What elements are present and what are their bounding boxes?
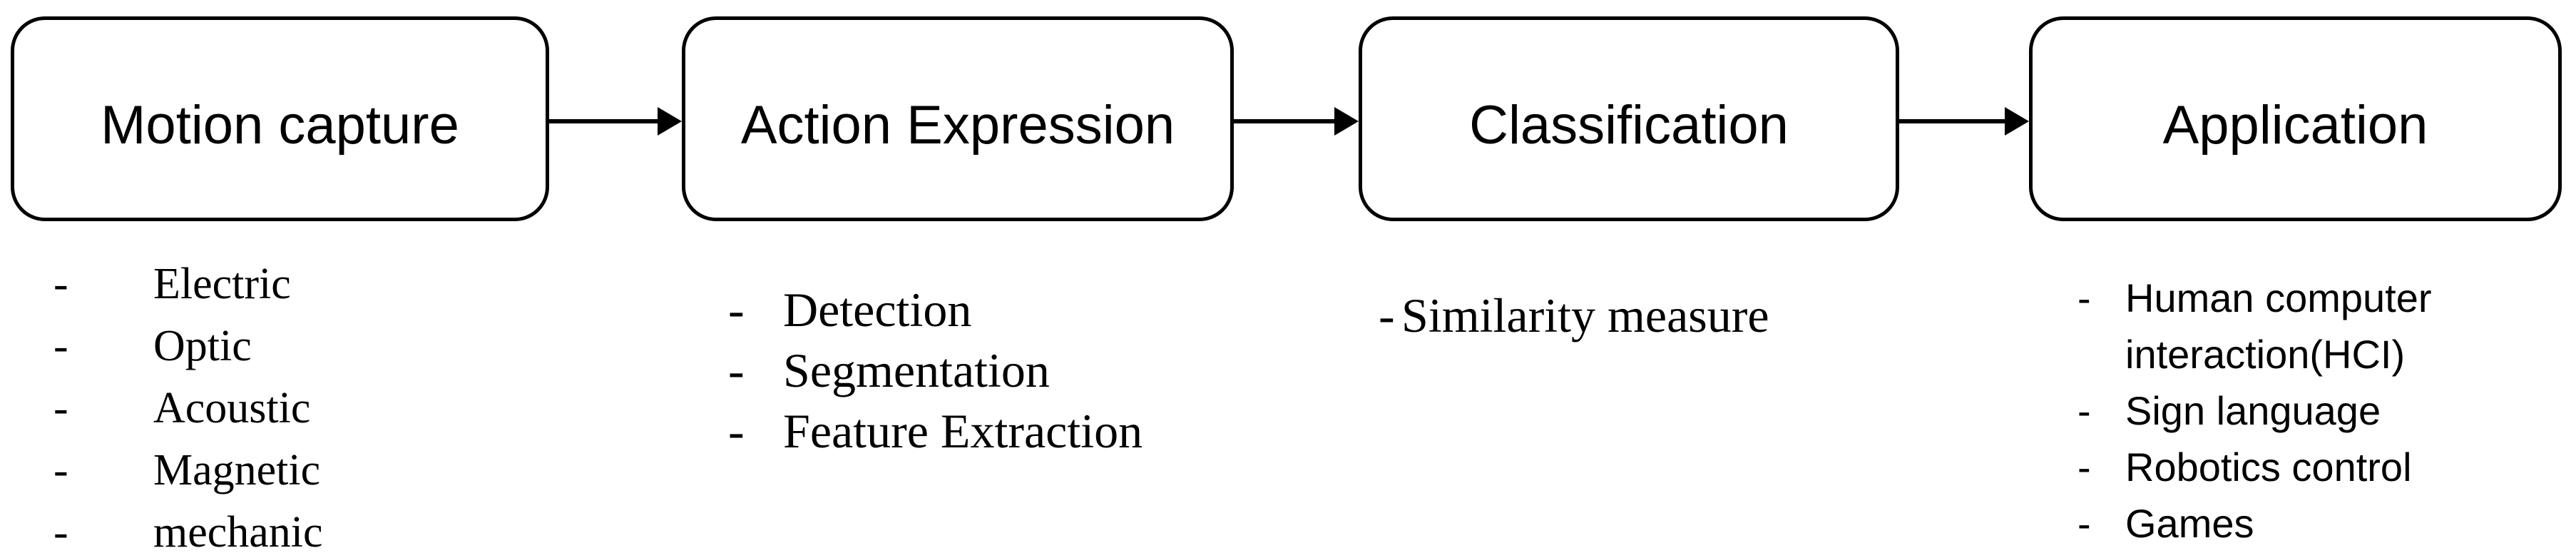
dash-bullet: - xyxy=(53,508,68,557)
list-item-label: Acoustic xyxy=(153,384,311,432)
dash-bullet: - xyxy=(2077,501,2091,546)
dash-bullet: - xyxy=(728,404,745,458)
list-item-label: Magnetic xyxy=(153,446,321,494)
stage-title-application: Application xyxy=(2162,95,2428,156)
list-item-label: Human computer interaction(HCI) xyxy=(2125,275,2432,377)
list-action-expression: - Detection - Segmentation - Feature Ext… xyxy=(728,280,1143,462)
list-item-label: Robotics control xyxy=(2125,445,2412,489)
dash-bullet: - xyxy=(53,384,68,432)
list-item: - Electric xyxy=(53,253,323,315)
list-item-label: Feature Extraction xyxy=(783,404,1143,458)
list-item: - Robotics control xyxy=(2077,439,2460,495)
arrow-right-icon-2 xyxy=(1334,107,1359,136)
list-item-label: Segmentation xyxy=(783,343,1050,397)
dash-bullet: - xyxy=(728,283,745,337)
list-classification: - Similarity measure xyxy=(1379,285,1769,346)
arrow-right-icon-3 xyxy=(2005,107,2029,136)
list-item: - Sign language xyxy=(2077,382,2460,439)
list-item-label: Detection xyxy=(783,283,972,337)
dash-bullet: - xyxy=(728,343,745,397)
list-item: - Segmentation xyxy=(728,340,1143,401)
list-item: - Feature Extraction xyxy=(728,401,1143,462)
list-item: - Acoustic xyxy=(53,377,323,440)
stage-title-action-expression: Action Expression xyxy=(740,95,1175,156)
list-item: - mechanic xyxy=(53,502,323,558)
connector-line-3 xyxy=(1899,119,2005,123)
list-item: - Games xyxy=(2077,495,2460,552)
dash-bullet: - xyxy=(53,446,68,494)
dash-bullet: - xyxy=(53,322,68,370)
dash-bullet: - xyxy=(2077,445,2091,489)
stage-title-motion-capture: Motion capture xyxy=(101,95,459,156)
stage-box-motion-capture: Motion capture xyxy=(11,16,549,221)
list-item: - Optic xyxy=(53,315,323,377)
dash-bullet: - xyxy=(2077,388,2091,433)
list-item-label: Games xyxy=(2125,501,2254,546)
dash-bullet: - xyxy=(1379,288,1395,343)
stage-title-classification: Classification xyxy=(1469,95,1789,156)
list-item-label: mechanic xyxy=(153,508,323,557)
list-item-label: Optic xyxy=(153,322,252,370)
stage-box-action-expression: Action Expression xyxy=(682,16,1234,221)
list-application: - Human computer interaction(HCI) - Sign… xyxy=(2077,270,2460,552)
connector-line-1 xyxy=(549,119,660,123)
dash-bullet: - xyxy=(53,260,68,308)
list-item-label: Sign language xyxy=(2125,388,2381,433)
list-item: - Magnetic xyxy=(53,440,323,502)
connector-line-2 xyxy=(1234,119,1337,123)
list-item: - Similarity measure xyxy=(1379,285,1769,346)
list-item: - Detection xyxy=(728,280,1143,340)
stage-box-application: Application xyxy=(2029,16,2562,221)
list-item-label: Similarity measure xyxy=(1401,288,1769,343)
list-item-label: Electric xyxy=(153,260,291,308)
stage-box-classification: Classification xyxy=(1359,16,1899,221)
dash-bullet: - xyxy=(2077,275,2091,320)
list-item: - Human computer interaction(HCI) xyxy=(2077,270,2460,382)
arrow-right-icon-1 xyxy=(658,107,682,136)
list-motion-capture: - Electric - Optic - Acoustic - Magnetic… xyxy=(53,253,323,558)
